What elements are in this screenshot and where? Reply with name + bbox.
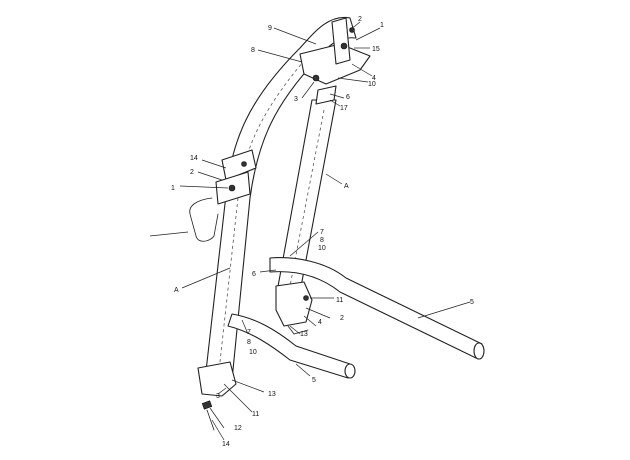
callout-4-right: 4 <box>318 319 322 326</box>
brace-end-cap-right <box>473 342 485 360</box>
callout-14-left: 14 <box>190 155 198 162</box>
callout-7-low: 7 <box>247 329 251 336</box>
callout-9-top: 9 <box>268 25 272 32</box>
callout-1-top: 1 <box>380 22 384 29</box>
callout-14-low: 14 <box>222 441 230 448</box>
bracket-nut <box>312 74 320 82</box>
callout-a-upper: A <box>344 183 349 190</box>
callout-3-low: 3 <box>216 393 220 400</box>
clamp-bolt <box>228 184 236 192</box>
callout-12: 12 <box>234 425 242 432</box>
lower-left-brace <box>227 313 356 379</box>
callout-13-right: 13 <box>300 331 308 338</box>
lower-bolt-right <box>303 295 309 301</box>
bottom-bolt <box>201 400 213 410</box>
leader-lines <box>149 21 471 441</box>
callout-10-right: 10 <box>318 245 326 252</box>
callout-10-top: 10 <box>368 81 376 88</box>
right-long-brace <box>269 257 485 360</box>
callout-8-top: 8 <box>251 47 255 54</box>
callout-2-left: 2 <box>190 169 194 176</box>
callout-6-top: 6 <box>346 94 350 101</box>
callout-2-right: 2 <box>340 315 344 322</box>
callout-7-right: 7 <box>320 229 324 236</box>
callout-8-low: 8 <box>247 339 251 346</box>
callout-5-low: 5 <box>312 377 316 384</box>
brace-end-cap-left <box>344 363 356 379</box>
hanging-strap <box>189 197 219 242</box>
callout-3-top: 3 <box>294 96 298 103</box>
foot-plate <box>197 361 237 397</box>
callout-1-left: 1 <box>171 185 175 192</box>
left-upper-clamp <box>215 149 257 205</box>
callout-8-right: 8 <box>320 237 324 244</box>
callout-15: 15 <box>372 46 380 53</box>
callout-2-top: 2 <box>358 16 362 23</box>
callout-17: 17 <box>340 105 348 112</box>
top-mount-bracket <box>299 17 371 105</box>
top-nut <box>349 27 355 33</box>
callout-4-top: 4 <box>372 75 376 82</box>
callout-10-low: 10 <box>249 349 257 356</box>
callout-13-low: 13 <box>268 391 276 398</box>
right-lower-bracket <box>275 281 313 335</box>
clamp-nut <box>241 161 247 167</box>
callout-11-right: 11 <box>336 297 343 304</box>
bottom-hardware <box>201 400 215 431</box>
callout-labels: 9 8 2 1 15 4 10 3 6 17 A 14 2 1 A 7 8 10… <box>171 16 474 448</box>
top-bolt <box>340 42 348 50</box>
callout-11-low: 11 <box>252 411 259 418</box>
callout-5-right: 5 <box>470 299 474 306</box>
callout-6-mid: 6 <box>252 271 256 278</box>
callout-a-left: A <box>174 287 179 294</box>
